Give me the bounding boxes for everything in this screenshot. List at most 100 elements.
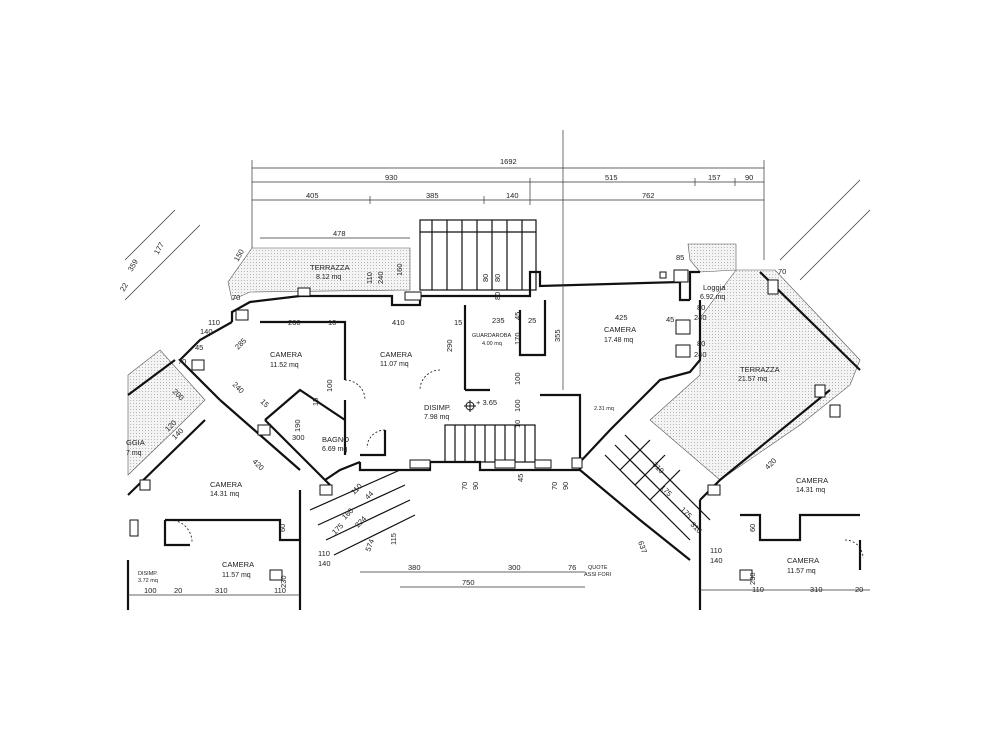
dim-380: 380 — [408, 563, 421, 572]
room-terrazza-left-name: TERRAZZA — [310, 263, 350, 272]
room-loggia-left-area: 7 mq — [126, 450, 142, 457]
room-camera-c-name: CAMERA — [604, 325, 636, 334]
dim-45b: 45 — [195, 343, 203, 352]
dim-420a: 420 — [251, 457, 266, 472]
dim-22: 22 — [118, 281, 130, 293]
room-camera-rl-name: CAMERA — [796, 476, 828, 485]
room-guardaroba-name: GUARDAROBA — [472, 333, 511, 339]
dim-70b: 70 — [778, 267, 786, 276]
terrazza-left-hatch — [227, 247, 411, 301]
dim-230a: 230 — [279, 575, 288, 588]
dim-45c: 45 — [513, 312, 522, 320]
right-stair — [604, 434, 711, 541]
room-camera-rl-area: 14.31 mq — [796, 487, 825, 494]
dim-100b: 100 — [513, 372, 522, 385]
dim-930: 930 — [385, 173, 398, 182]
dim-235: 235 — [492, 316, 505, 325]
dim-110d: 110 — [752, 585, 764, 594]
dim-25: 25 — [528, 316, 536, 325]
room-disimp-small-name: DISIMP. — [138, 571, 158, 577]
walls-central — [178, 270, 702, 486]
dim-300a: 300 — [292, 433, 305, 442]
dim-285: 285 — [233, 336, 248, 351]
dim-terrazza-width: 478 — [333, 229, 346, 238]
dim-515: 515 — [605, 173, 618, 182]
quote-label-line1: QUOTE — [588, 565, 608, 571]
dim-76: 76 — [568, 563, 576, 572]
dim-100c: 100 — [513, 399, 522, 412]
dim-405: 405 — [306, 191, 319, 200]
dim-45d: 45 — [516, 474, 525, 482]
dim-750: 750 — [462, 578, 475, 587]
room-camera-ll-name: CAMERA — [210, 480, 242, 489]
dim-230b: 230 — [748, 572, 757, 585]
dim-10a: 10 — [328, 318, 336, 327]
dim-140b: 140 — [318, 559, 331, 568]
dim-10b: 10 — [513, 420, 522, 428]
room-loggia-left-name: GGIA — [126, 438, 145, 447]
room-disimp-area: 7.98 mq — [424, 414, 449, 421]
room-stair-area: 2.31 mq — [594, 406, 614, 412]
dim-60b: 60 — [748, 524, 757, 532]
dim-110c: 110 — [274, 586, 286, 595]
room-terrazza-right-area: 21.57 mq — [738, 376, 767, 383]
dim-359: 359 — [126, 258, 140, 273]
dim-100a: 100 — [325, 379, 334, 392]
dim-224: 224 — [353, 514, 368, 529]
room-loggia-right-area: 6.92 mq — [700, 294, 725, 301]
dim-140: 140 — [506, 191, 519, 200]
room-camera-b-name: CAMERA — [380, 350, 412, 359]
level-marker-icon — [464, 400, 476, 412]
dim-355: 355 — [553, 329, 562, 342]
dim-177: 177 — [152, 241, 166, 256]
dim-90: 90 — [745, 173, 753, 182]
dim-160: 160 — [395, 263, 404, 276]
room-bagno-name: BAGNO — [322, 435, 349, 444]
dim-60a: 60 — [278, 524, 287, 532]
dim-637: 637 — [636, 540, 649, 555]
room-terrazza-left-area: 8.12 mq — [316, 274, 341, 281]
door-swings — [169, 369, 864, 559]
pergola-structure — [419, 219, 537, 291]
left-stair — [309, 469, 416, 556]
diagonal-guide-lines — [124, 179, 871, 301]
dim-762: 762 — [642, 191, 655, 200]
dim-85: 85 — [676, 253, 684, 262]
dim-290: 290 — [445, 339, 454, 352]
dim-574: 574 — [363, 538, 376, 553]
dim-110e-b: 110 — [349, 482, 364, 497]
dim-110f: 110 — [710, 546, 722, 555]
room-camera-a-name: CAMERA — [270, 350, 302, 359]
room-terrazza-right-name: TERRAZZA — [740, 365, 780, 374]
room-disimp-small-area: 3.72 mq — [138, 578, 158, 584]
room-camera-lb-area: 11.57 mq — [222, 572, 251, 579]
dim-15b: 15 — [259, 397, 271, 409]
room-camera-c-area: 17.48 mq — [604, 337, 633, 344]
dim-140c: 140 — [710, 556, 723, 565]
dim-310c: 310 — [810, 585, 823, 594]
dim-80e: 80 — [493, 292, 502, 300]
dim-175c: 175 — [679, 505, 694, 520]
dim-240a: 240 — [694, 313, 707, 322]
dim-420b: 420 — [763, 456, 778, 471]
windows — [129, 269, 841, 581]
room-disimp-name: DISIMP. — [424, 403, 451, 412]
dim-170: 170 — [513, 332, 522, 345]
dim-15c: 15 — [311, 398, 320, 406]
dim-260: 260 — [288, 318, 301, 327]
dim-70d: 70 — [550, 482, 559, 490]
quote-label-line2: ASSI FORI — [584, 572, 612, 578]
dim-190: 190 — [293, 419, 302, 432]
dim-240d: 240 — [376, 271, 385, 284]
dim-total: 1692 — [500, 157, 517, 166]
dim-410: 410 — [392, 318, 405, 327]
dim-140a: 140 — [200, 327, 213, 336]
dim-115: 115 — [389, 533, 398, 545]
dim-175b: 175 — [330, 521, 345, 536]
bottom-dimension-lines — [128, 130, 870, 596]
dim-300b: 300 — [508, 563, 521, 572]
dim-175a: 175 — [659, 483, 674, 498]
level-marker-label: + 3.65 — [476, 398, 497, 407]
room-camera-b-area: 11.07 mq — [380, 361, 409, 368]
